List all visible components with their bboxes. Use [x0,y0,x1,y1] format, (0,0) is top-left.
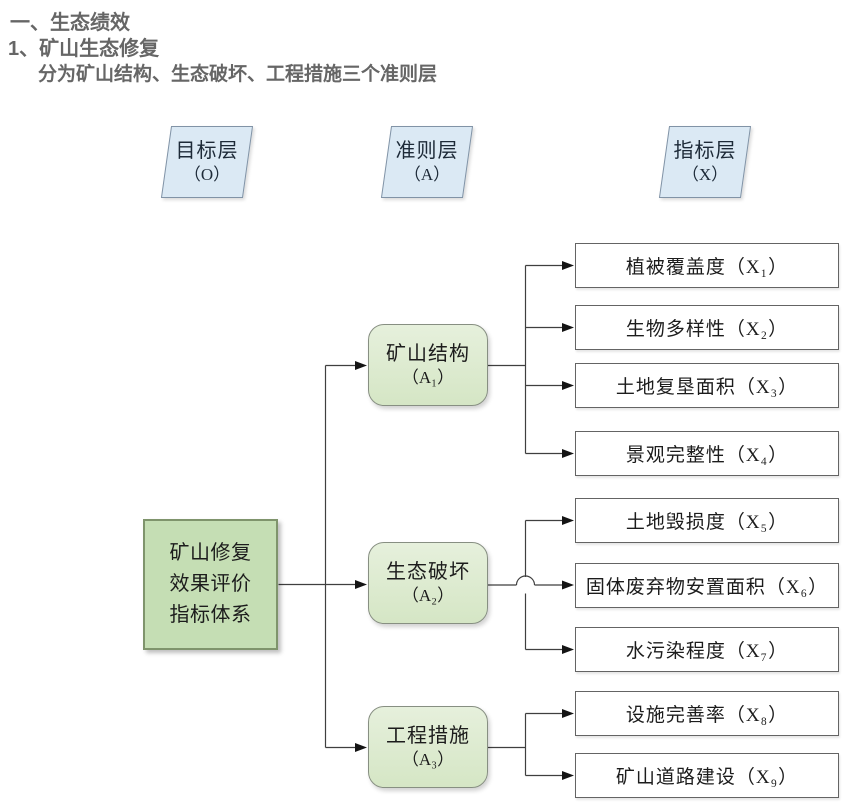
criteria-node-a2: 生态破坏 （A₂） [368,542,488,624]
subsection-heading: 1、矿山生态修复 [8,38,160,60]
arrowhead-icon [562,449,574,458]
indicator-node-x6: 固体废弃物安置面积（X₆） [575,563,839,608]
section-heading: 一、生态绩效 [10,12,130,34]
criteria-node-a3: 工程措施 （A₃） [368,706,488,788]
arrowhead-icon [562,580,574,590]
layer-symbol: （O） [183,164,231,184]
layer-header-goal: 目标层 （O） [160,126,254,198]
criteria-node-a1: 矿山结构 （A₁） [368,324,488,406]
description-text: 分为矿山结构、生态破坏、工程措施三个准则层 [38,64,438,85]
criteria-label: 生态破坏 [386,560,470,583]
layer-label: 准则层 [395,139,459,162]
layer-label: 指标层 [673,139,737,162]
arrowhead-icon [355,361,367,370]
indicator-node-x5: 土地毁损度（X₅） [575,498,839,543]
criteria-symbol: （A₁） [401,367,455,387]
layer-symbol: （X） [681,164,729,184]
arrowhead-icon [562,516,574,525]
goal-label: 矿山修复效果评价指标体系 [169,542,252,626]
criteria-label: 矿山结构 [386,342,470,365]
criteria-label: 工程措施 [386,724,470,747]
layer-header-indicator: 指标层 （X） [658,126,752,198]
layer-header-criteria: 准则层 （A） [380,126,474,198]
indicator-node-x9: 矿山道路建设（X₉） [575,753,839,798]
indicator-node-x2: 生物多样性（X₂） [575,305,839,350]
arrowhead-icon [355,580,367,589]
arrowhead-icon [562,645,574,654]
arrowhead-icon [562,771,574,780]
indicator-node-x8: 设施完善率（X₈） [575,691,839,736]
indicator-node-x4: 景观完整性（X₄） [575,431,839,476]
arrowhead-icon [562,261,574,270]
indicator-node-x1: 植被覆盖度（X₁） [575,243,839,288]
arrowhead-icon [355,743,367,752]
goal-node: 矿山修复效果评价指标体系 [143,519,278,650]
layer-label: 目标层 [175,139,239,162]
criteria-symbol: （A₃） [401,749,455,769]
indicator-node-x3: 土地复垦面积（X₃） [575,363,839,408]
criteria-symbol: （A₂） [401,585,455,605]
indicator-node-x7: 水污染程度（X₇） [575,627,839,672]
layer-symbol: （A） [403,164,451,184]
arrowhead-icon [562,709,574,718]
arrowhead-icon [562,381,574,390]
arrowhead-icon [562,323,574,332]
